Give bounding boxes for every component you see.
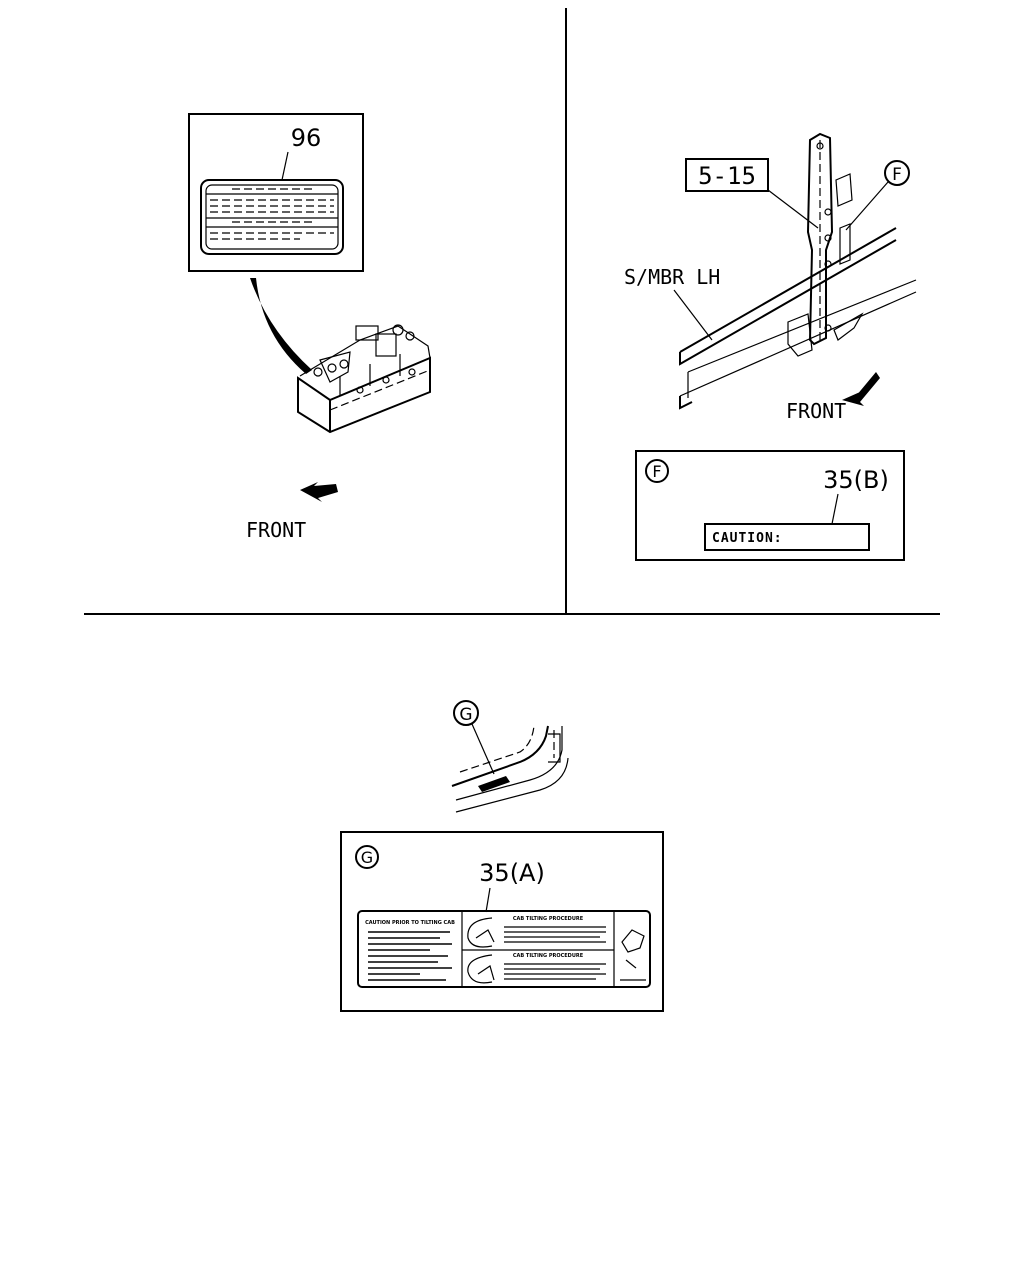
front-label-left: FRONT (246, 518, 306, 542)
label-35a-location (478, 776, 510, 792)
door-step-area (451, 725, 569, 813)
member-label: S/MBR LH (624, 265, 720, 289)
detail-g-circle-text: G (361, 848, 373, 867)
callout-96: 96 (291, 124, 322, 152)
circle-ref-f (884, 160, 910, 186)
detail-f-circle (645, 459, 669, 483)
front-label-right: FRONT (786, 399, 846, 423)
cab-tilt-pictogram-icon (467, 954, 493, 984)
front-arrow-icon (842, 372, 880, 406)
circle-f-leader (845, 181, 889, 231)
detail-f-circle-text: F (652, 462, 661, 481)
detail-g-circle (355, 845, 379, 869)
pointer-arrow (250, 278, 312, 374)
circle-ref-f-text: F (892, 165, 902, 185)
callout-35a-leader (485, 887, 491, 913)
caution-plate-text: CAUTION: (712, 531, 783, 546)
label-plate-96 (200, 179, 344, 255)
callout-96-leader (281, 151, 289, 181)
detail-f-box (635, 450, 905, 561)
side-member-rail (679, 227, 917, 410)
component-block (297, 324, 431, 434)
label-heading-right-bottom: CAB TILTING PROCEDURE (513, 953, 584, 959)
label-heading-left: CAUTION PRIOR TO TILTING CAB (365, 920, 455, 926)
cab-tilt-label-plate: CAUTION PRIOR TO TILTING CAB CAB TILTING… (357, 910, 651, 988)
detail-g-box (340, 831, 664, 1012)
circle-g-leader (471, 723, 495, 775)
top-left-panel: 96 (188, 113, 431, 542)
ref-box-5-15 (685, 158, 769, 192)
label-96-detail-box (188, 113, 364, 272)
callout-35b: 35(B) (823, 466, 889, 494)
circle-ref-g-text: G (459, 705, 472, 725)
cab-tilt-pictogram-icon (467, 917, 493, 948)
member-leader (673, 289, 713, 341)
label-heading-right-top: CAB TILTING PROCEDURE (513, 916, 584, 922)
top-right-panel: 5-15 F S/MBR LH (624, 132, 917, 561)
vertical-bracket (787, 132, 864, 357)
circle-ref-g (453, 700, 479, 726)
callout-35a: 35(A) (479, 859, 545, 887)
bottom-panel: G G 35(A) CAUTION PRIOR TO TILTING CAB C… (340, 700, 664, 1012)
caution-plate (704, 523, 870, 551)
front-arrow-icon (300, 482, 338, 502)
ref-box-5-15-text: 5-15 (698, 162, 756, 190)
ref-leader (767, 189, 819, 229)
callout-35b-leader (831, 493, 839, 525)
warning-pictogram-icon (621, 929, 645, 953)
